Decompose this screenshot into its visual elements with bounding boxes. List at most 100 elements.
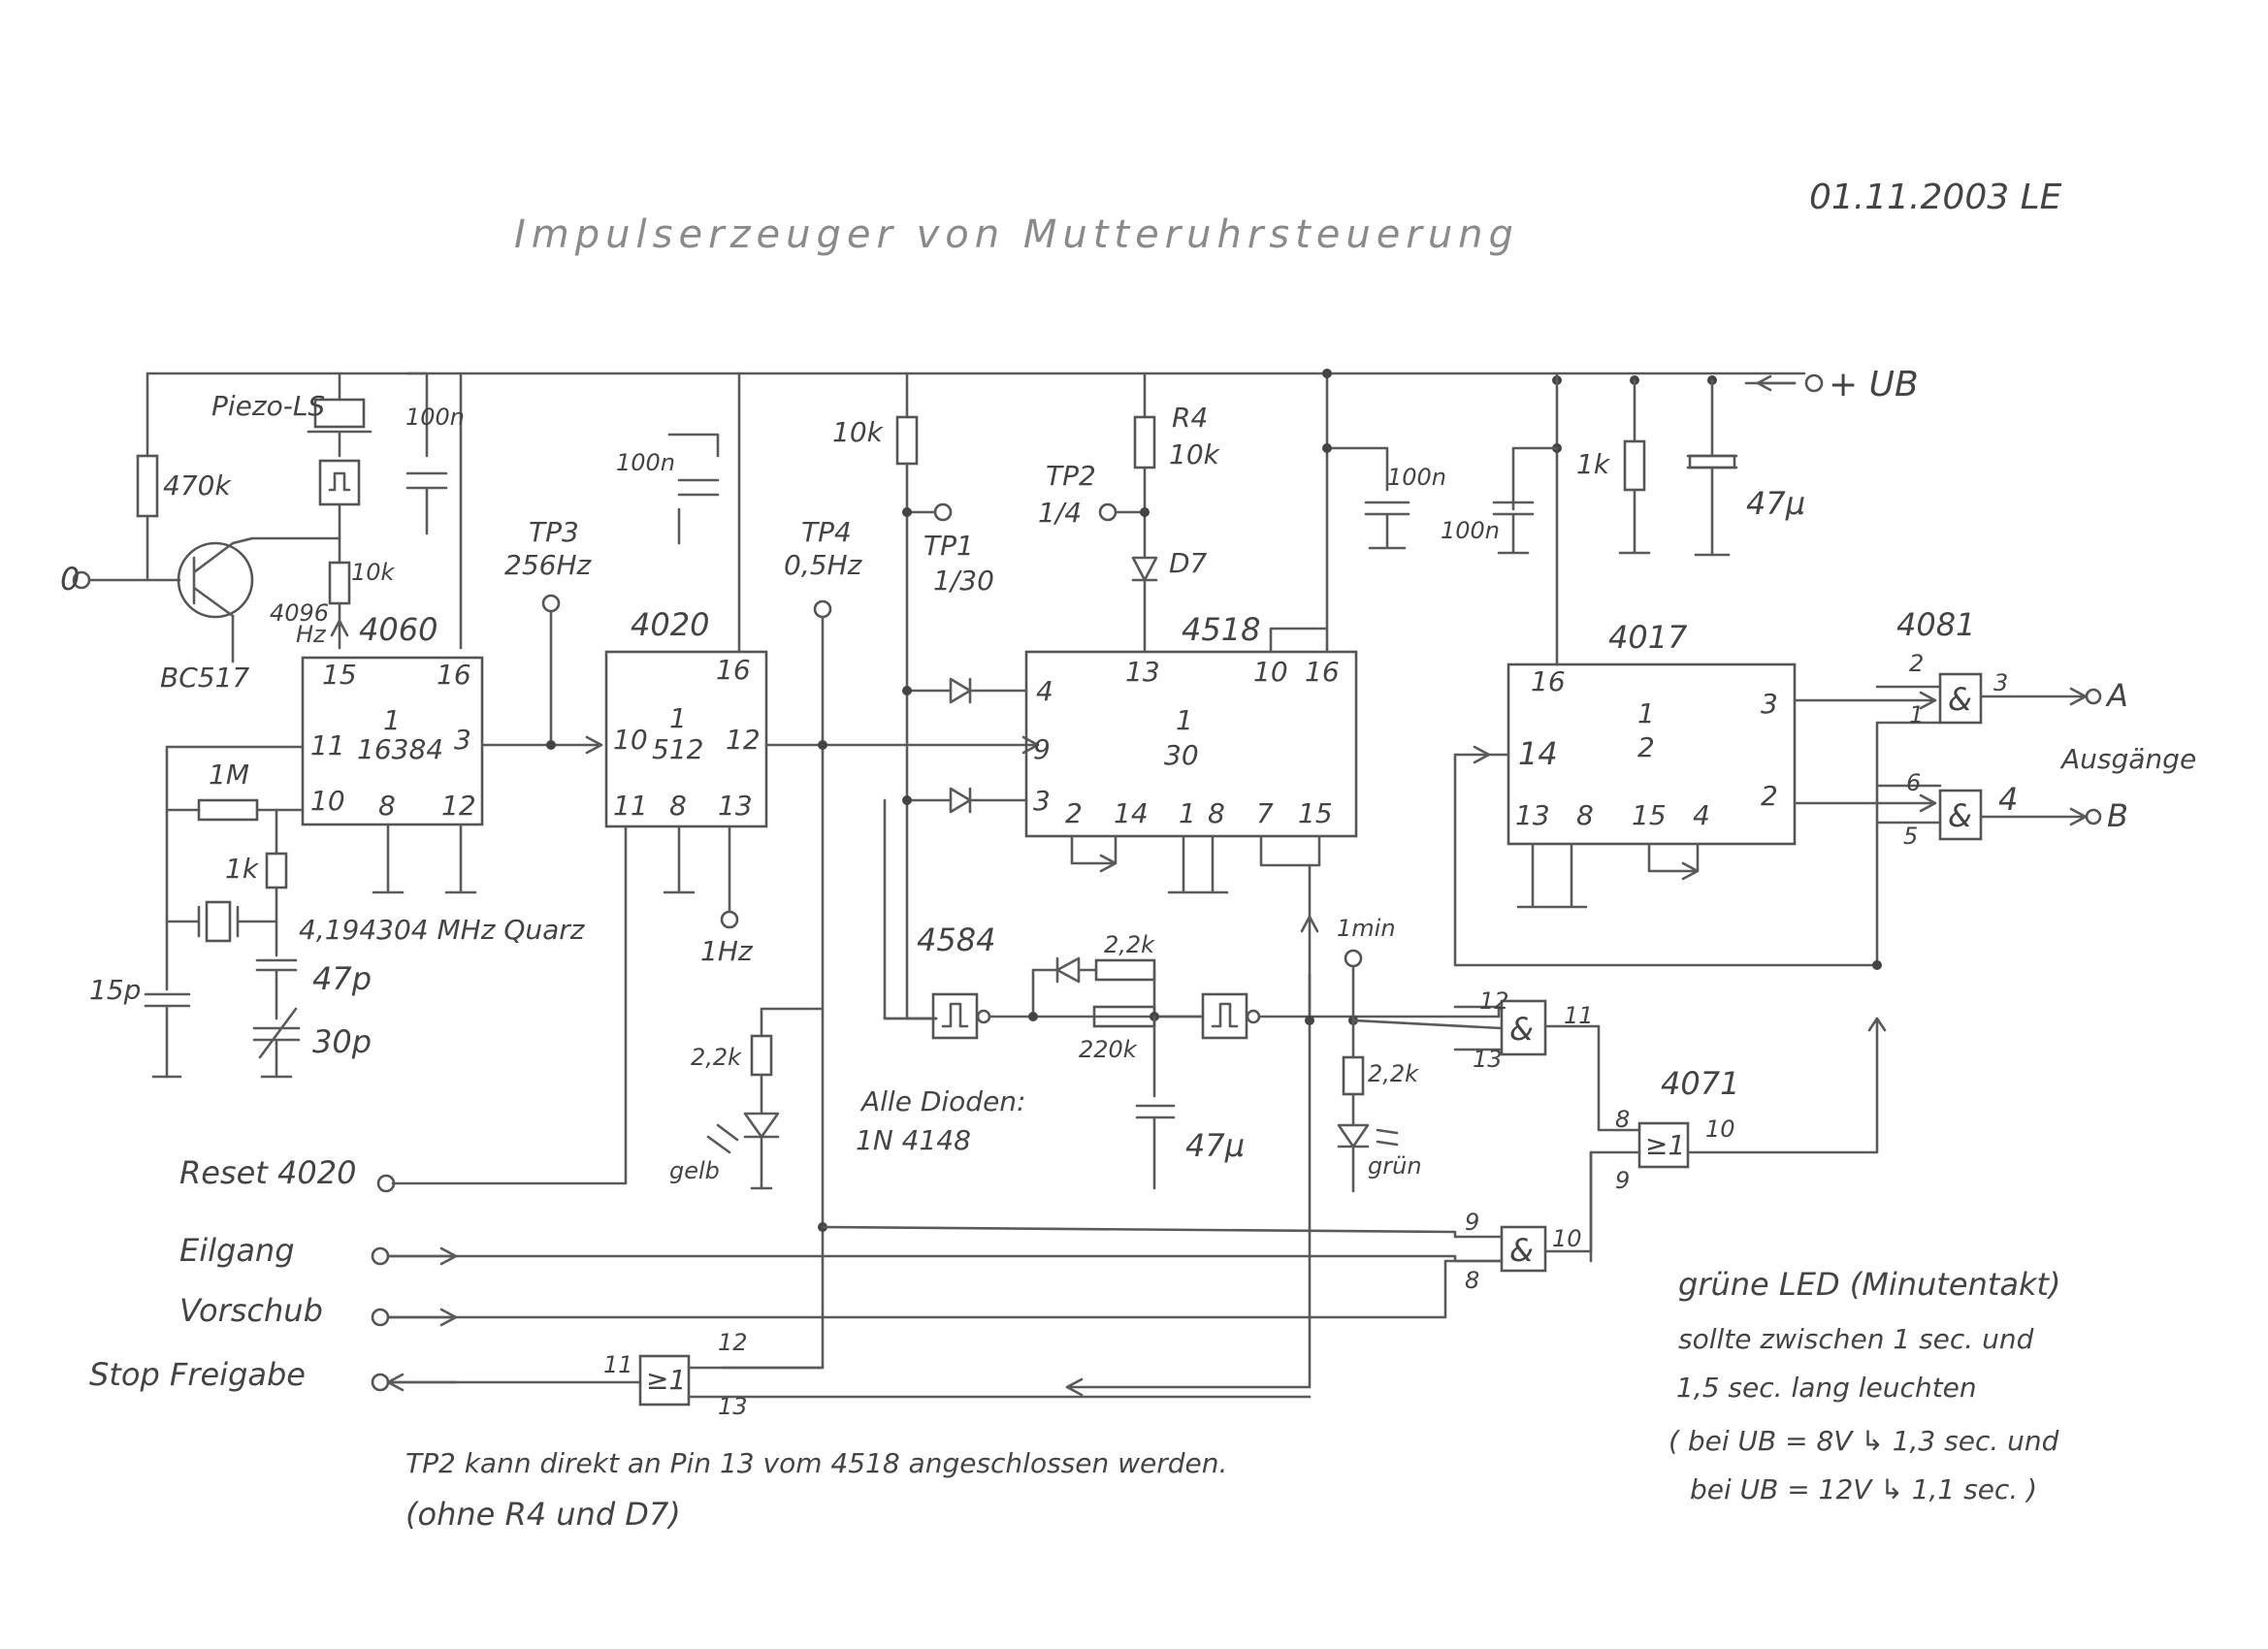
r10k-a-label: 10k bbox=[351, 559, 396, 586]
svg-text:&: & bbox=[1948, 681, 1972, 718]
svg-text:8: 8 bbox=[1465, 1267, 1479, 1294]
tp2-ratio: 1/4 bbox=[1038, 497, 1082, 529]
outputs-label: Ausgänge bbox=[2059, 743, 2196, 775]
chip-4518-pin1: 1 bbox=[1179, 797, 1196, 829]
tp4-node bbox=[706, 599, 1040, 1370]
chip-4020-pin11: 11 bbox=[613, 790, 648, 822]
supply-rail bbox=[146, 372, 1824, 393]
chip-4518-pin8: 8 bbox=[1208, 797, 1225, 829]
freq4096-label: 4096 bbox=[270, 599, 329, 627]
out-1hz-label: 1Hz bbox=[700, 935, 754, 967]
chip-4020 bbox=[376, 372, 768, 1193]
chip-4060-ratio-top: 1 bbox=[383, 704, 401, 736]
piezo-label: Piezo-LS bbox=[211, 390, 325, 422]
reset-4020-label: Reset 4020 bbox=[179, 1154, 356, 1191]
svg-text:11: 11 bbox=[1564, 1002, 1594, 1029]
tp4-label: TP4 bbox=[801, 516, 852, 548]
svg-text:13: 13 bbox=[718, 1393, 748, 1420]
note-led-line1: grüne LED (Minutentakt) bbox=[1678, 1266, 2061, 1303]
tp3-freq: 256Hz bbox=[504, 549, 592, 581]
vorschub-label: Vorschub bbox=[179, 1292, 323, 1329]
chip-4017-pin3: 3 bbox=[1761, 688, 1778, 720]
r2k2-b-label: 2,2k bbox=[1104, 931, 1155, 958]
chip-4518-name: 4518 bbox=[1182, 611, 1260, 648]
svg-text:10: 10 bbox=[1705, 1116, 1735, 1143]
diode-type-label: 1N 4148 bbox=[856, 1124, 971, 1156]
chip-4518 bbox=[895, 372, 1410, 1397]
led-yellow-label: gelb bbox=[669, 1157, 720, 1184]
note-tp2-line1: TP2 kann direkt an Pin 13 vom 4518 anges… bbox=[405, 1447, 1227, 1479]
tp4-freq: 0,5Hz bbox=[784, 549, 863, 581]
d7-label: D7 bbox=[1169, 547, 1208, 579]
svg-text:8: 8 bbox=[1615, 1106, 1630, 1133]
chip-4020-pin8: 8 bbox=[669, 790, 687, 822]
note-led-line2: sollte zwischen 1 sec. und bbox=[1678, 1323, 2034, 1355]
chip-4017-pin14: 14 bbox=[1518, 735, 1558, 772]
chip-4060-name: 4060 bbox=[359, 611, 437, 648]
tp1-label: TP1 bbox=[923, 530, 974, 562]
supply-label: + UB bbox=[1829, 365, 1919, 404]
r1k-b-label: 1k bbox=[1576, 448, 1611, 480]
note-led-line5: bei UB = 12V ↳ 1,1 sec. ) bbox=[1690, 1473, 2037, 1505]
c100n-a-label: 100n bbox=[405, 404, 465, 431]
c47u-b-label: 47µ bbox=[1185, 1127, 1245, 1164]
note-tp2-line2: (ohne R4 und D7) bbox=[405, 1496, 681, 1533]
chip-4020-pin10: 10 bbox=[613, 724, 648, 756]
chip-4017-name: 4017 bbox=[1608, 619, 1688, 656]
chip-4017-pin16: 16 bbox=[1531, 665, 1566, 697]
svg-text:12: 12 bbox=[1479, 987, 1509, 1015]
r470k-label: 470k bbox=[163, 469, 232, 501]
svg-text:&: & bbox=[1509, 1232, 1534, 1269]
crystal-network bbox=[144, 745, 477, 1079]
chip-4017 bbox=[1322, 369, 1879, 967]
r1m-label: 1M bbox=[209, 759, 249, 791]
svg-text:&: & bbox=[1948, 797, 1972, 834]
r1k-a-label: 1k bbox=[225, 853, 260, 885]
svg-text:12: 12 bbox=[718, 1329, 748, 1356]
tp2-label: TP2 bbox=[1046, 460, 1096, 492]
input-lines: ≥1 11 12 13 bbox=[371, 1246, 1312, 1420]
chip-4060-pin16: 16 bbox=[437, 659, 471, 691]
chip-4060-pin3: 3 bbox=[454, 724, 471, 756]
freqhz-label: Hz bbox=[296, 621, 327, 648]
c30p-label: 30p bbox=[312, 1023, 372, 1060]
chip-4017-pin4: 4 bbox=[1693, 799, 1710, 831]
chip-4060-pin10: 10 bbox=[310, 785, 345, 817]
c15p-label: 15p bbox=[89, 974, 141, 1006]
chip-4020-pin12: 12 bbox=[726, 724, 761, 756]
tp3-node bbox=[480, 594, 603, 755]
chip-4017-ratio-top: 1 bbox=[1637, 697, 1655, 729]
c47u-a-label: 47µ bbox=[1746, 485, 1805, 522]
svg-text:3: 3 bbox=[1993, 669, 2008, 696]
chip-4020-ratio-bot: 512 bbox=[652, 733, 703, 765]
input0-label: 0 bbox=[60, 561, 80, 598]
chip-4017-ratio-bot: 2 bbox=[1637, 731, 1655, 763]
svg-text:≥1: ≥1 bbox=[646, 1364, 686, 1396]
svg-text:9: 9 bbox=[1465, 1209, 1479, 1236]
output-b-label: B bbox=[2107, 797, 2128, 834]
chip-4071-name: 4071 bbox=[1661, 1065, 1739, 1102]
note-led-line3: 1,5 sec. lang leuchten bbox=[1676, 1372, 1977, 1404]
stop-freigabe-label: Stop Freigabe bbox=[89, 1356, 306, 1393]
chip-4518-pin9: 9 bbox=[1033, 733, 1051, 765]
chip-4584-name: 4584 bbox=[917, 922, 995, 958]
date-signature: 01.11.2003 LE bbox=[1809, 178, 2062, 217]
svg-text:4: 4 bbox=[1998, 781, 2018, 818]
eilgang-label: Eilgang bbox=[179, 1232, 295, 1269]
chip-4060 bbox=[301, 656, 484, 826]
chip-4017-pin8: 8 bbox=[1576, 799, 1594, 831]
chip-4060-pin11: 11 bbox=[310, 729, 345, 761]
led-green-label: grün bbox=[1368, 1152, 1422, 1180]
r2k2-c-label: 2,2k bbox=[1368, 1060, 1419, 1087]
c100n-d-label: 100n bbox=[1441, 517, 1500, 544]
svg-text:1: 1 bbox=[1909, 701, 1924, 728]
chip-4518-ratio-bot: 30 bbox=[1164, 739, 1199, 771]
tp1-ratio: 1/30 bbox=[933, 565, 994, 597]
chip-4060-pin15: 15 bbox=[322, 659, 357, 691]
chip-4017-pin15: 15 bbox=[1632, 799, 1667, 831]
c47p-label: 47p bbox=[312, 960, 372, 997]
chip-4020-name: 4020 bbox=[631, 606, 709, 643]
svg-text:9: 9 bbox=[1615, 1167, 1630, 1194]
chip-4518-pin16: 16 bbox=[1305, 656, 1340, 688]
